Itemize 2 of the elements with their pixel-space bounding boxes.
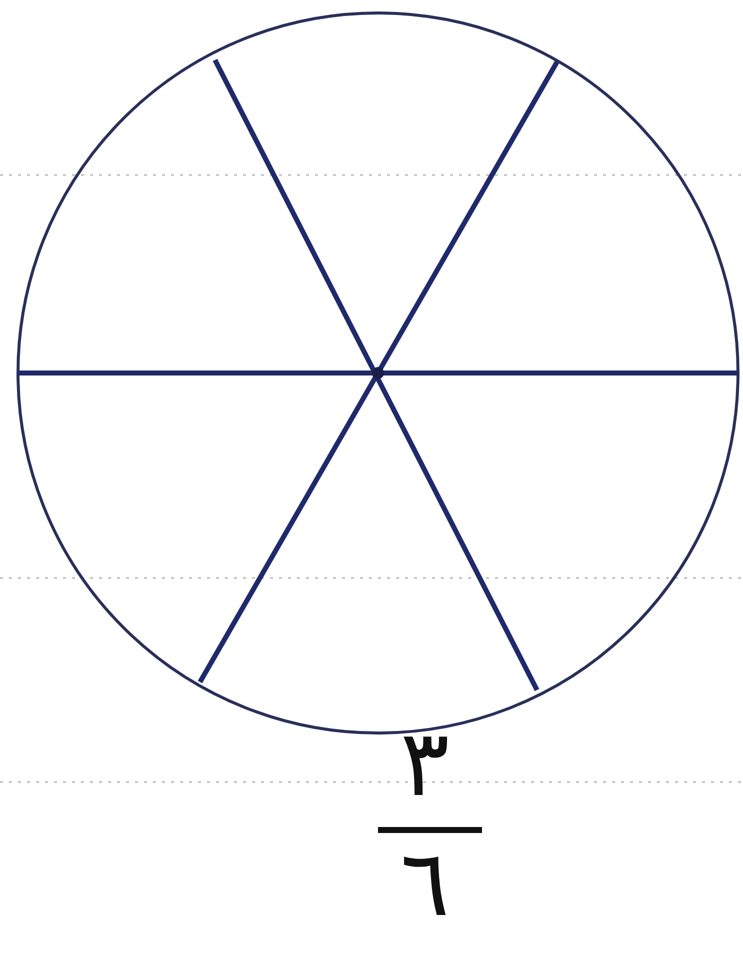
fraction-numerator: ٣: [399, 718, 451, 810]
fraction-denominator: ٦: [399, 838, 451, 930]
